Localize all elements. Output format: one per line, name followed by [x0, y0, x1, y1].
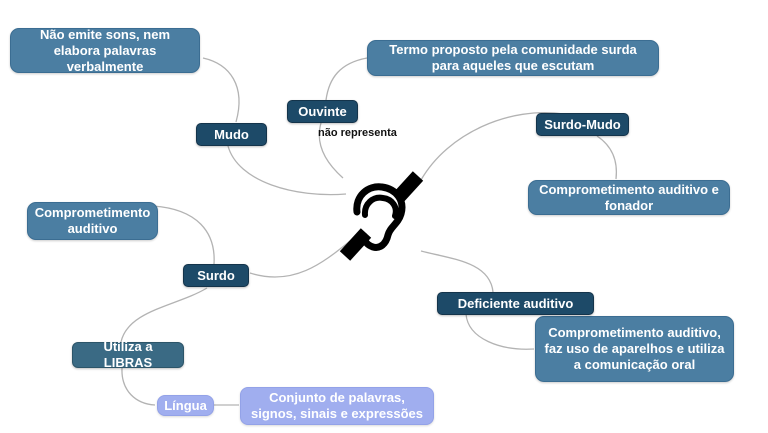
edge-surdo-mudo-to-desc	[596, 135, 618, 180]
edge-ouvinte-to-center	[318, 122, 344, 179]
desc-lingua: Conjunto de palavras, signos, sinais e e…	[240, 387, 434, 425]
edge-deficiente-to-desc	[465, 313, 535, 350]
edge-ouvinte-desc-to-ouvinte	[325, 57, 368, 101]
desc-surdo: Comprometimento auditivo	[27, 202, 158, 240]
edge-surdo-desc-to-surdo	[152, 205, 215, 265]
edge-surdo-to-center	[249, 240, 351, 278]
node-utiliza-libras: Utiliza a LIBRAS	[72, 339, 184, 370]
desc-surdo-mudo: Comprometimento auditivo e fonador	[528, 180, 730, 215]
deafness-ear-icon	[339, 171, 424, 261]
node-surdo-mudo: Surdo-Mudo	[536, 113, 629, 136]
desc-deficiente: Comprometimento auditivo, faz uso de apa…	[535, 316, 734, 382]
edge-center-to-deficiente	[420, 250, 494, 293]
edge-mudo-to-center	[227, 145, 347, 196]
node-lingua: Língua	[157, 395, 214, 416]
edge-libras-to-lingua	[121, 367, 156, 406]
node-ouvinte: Ouvinte	[287, 100, 358, 123]
edge-label-nao-representa: não representa	[318, 127, 397, 139]
edge-surdo-to-libras	[120, 287, 208, 343]
edge-mudo-desc-to-mudo	[202, 57, 240, 123]
edge-center-to-surdo-mudo	[420, 112, 565, 181]
node-deficiente-auditivo: Deficiente auditivo	[437, 292, 594, 315]
desc-ouvinte: Termo proposto pela comunidade surda par…	[367, 40, 659, 76]
node-mudo: Mudo	[196, 123, 267, 146]
desc-mudo: Não emite sons, nem elabora palavras ver…	[10, 27, 200, 74]
node-surdo: Surdo	[183, 264, 249, 287]
